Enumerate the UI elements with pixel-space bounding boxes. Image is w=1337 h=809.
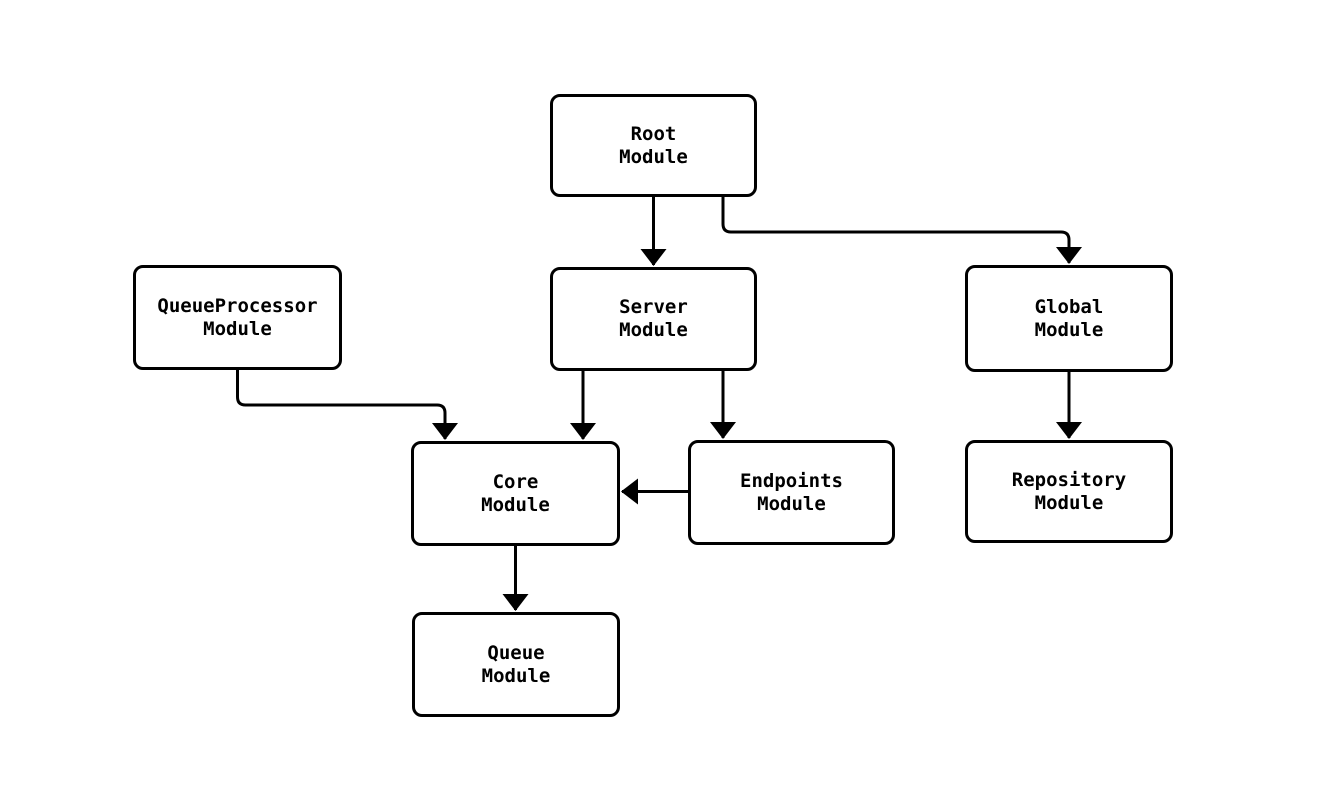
node-queue-module-label: Queue Module [481,641,551,687]
node-endpoints-module: Endpoints Module [688,440,895,545]
node-queue-module: Queue Module [412,612,620,717]
edge-queueprocessor-to-core-arrow [236,370,458,440]
node-core-module-label: Core Module [481,470,550,516]
node-repository-module-label: Repository Module [1011,468,1127,514]
node-server-module: Server Module [550,267,757,371]
node-repository-module: Repository Module [965,440,1173,543]
node-endpoints-module-label: Endpoints Module [740,469,843,515]
node-core-module: Core Module [411,441,620,546]
edge-root-to-global-arrow [721,197,1082,264]
node-root-module: Root Module [550,94,757,197]
node-queueprocessor-module-label: QueueProcessor Module [157,294,318,340]
node-server-module-label: Server Module [619,296,688,341]
node-global-module-label: Global Module [1034,295,1104,341]
node-queueprocessor-module: QueueProcessor Module [133,265,342,370]
node-root-module-label: Root Module [619,122,688,168]
node-global-module: Global Module [965,265,1173,372]
